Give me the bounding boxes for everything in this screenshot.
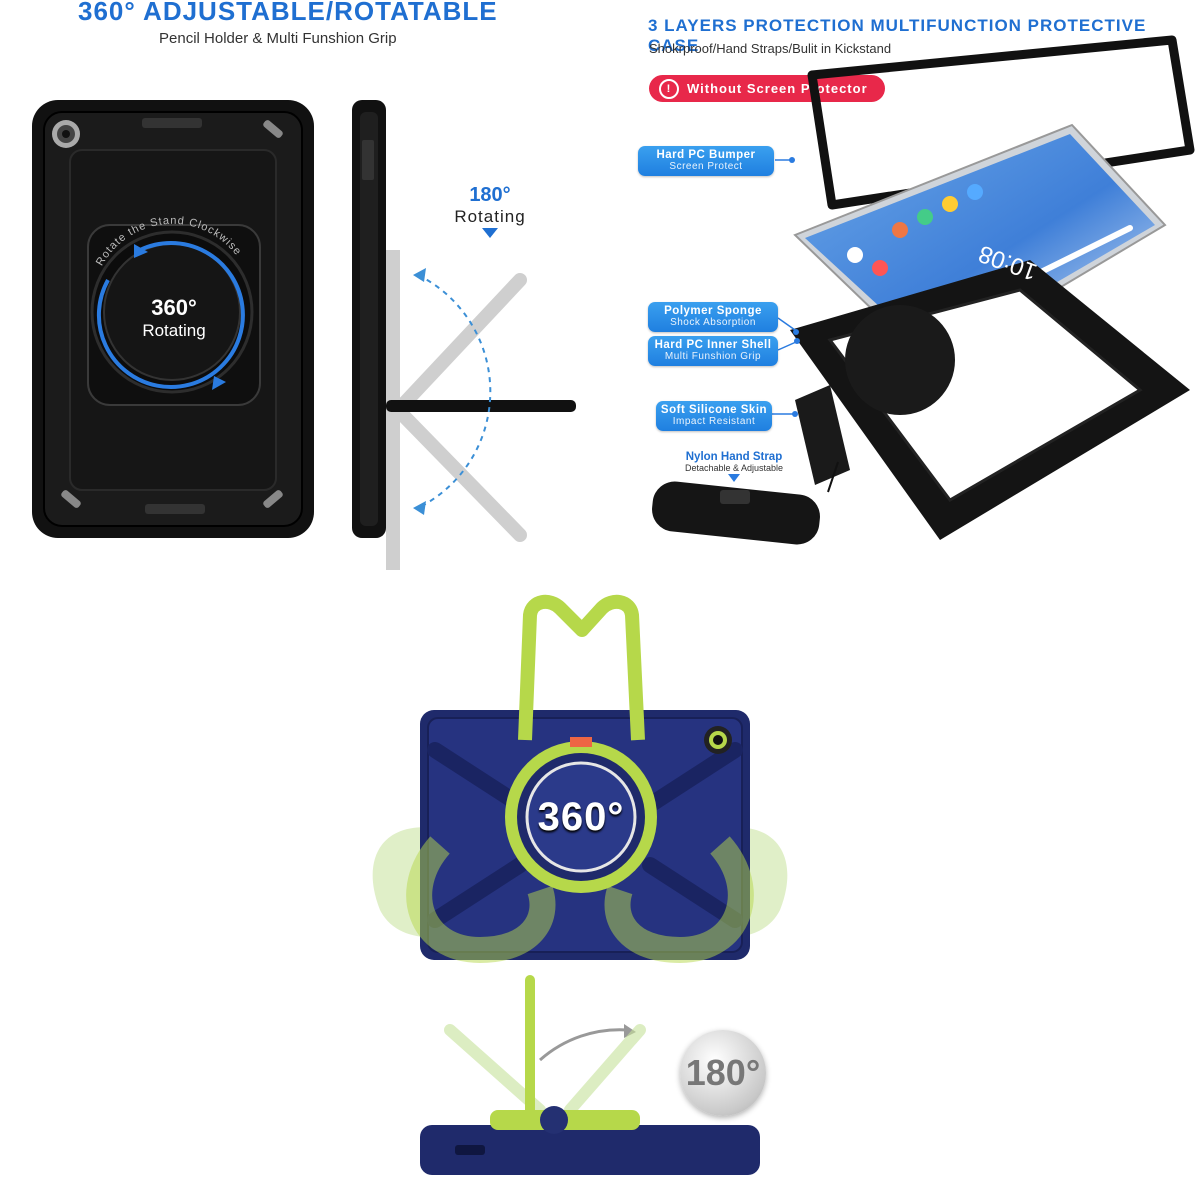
center-360-label: 360° Rotating bbox=[122, 295, 226, 341]
strap-title: Nylon Hand Strap bbox=[685, 451, 783, 463]
rotate-small-text: Rotating bbox=[454, 207, 526, 226]
badge-180-text: 180° bbox=[685, 1052, 761, 1093]
label-title: Hard PC Inner Shell bbox=[654, 339, 772, 351]
exploded-case-illustration bbox=[652, 35, 1195, 545]
strap-sub: Detachable & Adjustable bbox=[684, 463, 784, 473]
label-title: Hard PC Bumper bbox=[656, 149, 756, 161]
badge-180: 180° bbox=[680, 1030, 766, 1116]
exclamation-icon: ! bbox=[659, 78, 679, 99]
right-subtitle: Shokrproof/Hand Straps/Bulit in Kickstan… bbox=[649, 41, 892, 56]
rotate-180-label: 180° Rotating bbox=[440, 184, 540, 227]
left-subtitle: Pencil Holder & Multi Funshion Grip bbox=[159, 30, 397, 47]
label-hard-pc-inner-shell: Hard PC Inner Shell Multi Funshion Grip bbox=[648, 336, 778, 366]
rotate-big-text: 180° bbox=[469, 184, 511, 206]
ring-text-path: Rotate the Stand Clockwise bbox=[94, 215, 243, 268]
panel-adjustable-rotatable: 360° ADJUSTABLE/ROTATABLE Pencil Holder … bbox=[0, 0, 600, 570]
label-title: Polymer Sponge bbox=[664, 305, 762, 317]
label-sub: Multi Funshion Grip bbox=[664, 351, 762, 362]
label-hard-pc-bumper: Hard PC Bumper Screen Protect bbox=[638, 146, 774, 176]
label-title: Soft Silicone Skin bbox=[660, 404, 768, 416]
nylon-strap-label: Nylon Hand Strap Detachable & Adjustable bbox=[674, 451, 794, 473]
tablet-front-black bbox=[32, 100, 576, 570]
rotate-ring-text: Rotate the Stand Clockwise bbox=[94, 215, 244, 268]
label-sub: Impact Resistant bbox=[672, 416, 756, 427]
badge-360: 360° bbox=[537, 795, 625, 839]
label-sub: Screen Protect bbox=[669, 161, 743, 172]
label-sub: Shock Absorption bbox=[670, 317, 756, 328]
left-title: 360° ADJUSTABLE/ROTATABLE bbox=[78, 0, 498, 26]
without-screen-protector-badge: ! Without Screen Protector bbox=[649, 75, 885, 102]
panel-protection-layers: 3 LAYERS PROTECTION MULTIFUNCTION PROTEC… bbox=[600, 0, 1200, 570]
svg-text:Rotate the Stand Clockwise: Rotate the Stand Clockwise bbox=[94, 215, 244, 268]
navy-tablet-with-handle bbox=[372, 594, 788, 1175]
label-polymer-sponge: Polymer Sponge Shock Absorption bbox=[648, 302, 778, 332]
right-title: 3 LAYERS PROTECTION MULTIFUNCTION PROTEC… bbox=[648, 16, 1147, 55]
panel-navy-green-case: 360° 180° bbox=[340, 590, 820, 1190]
center-big-text: 360° bbox=[151, 295, 197, 320]
label-soft-silicone-skin: Soft Silicone Skin Impact Resistant bbox=[656, 401, 772, 431]
center-small-text: Rotating bbox=[142, 321, 206, 340]
warning-text: Without Screen Protector bbox=[687, 81, 868, 96]
